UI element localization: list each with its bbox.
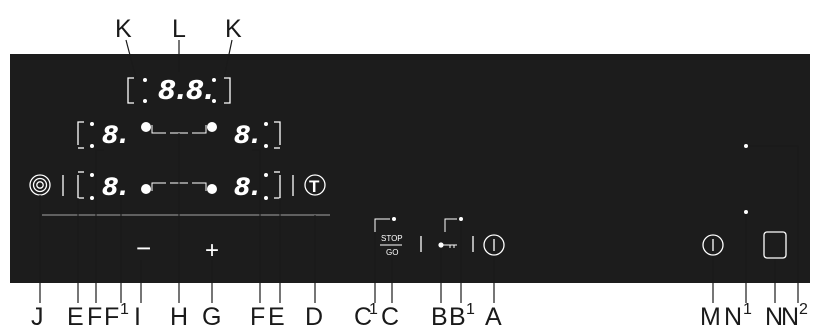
timer-dot	[143, 99, 147, 103]
minus-button[interactable]: −	[136, 233, 151, 263]
zone-dot	[264, 144, 268, 148]
callout-f1-sup: 1	[120, 301, 129, 318]
callout-f1-base: F	[104, 303, 119, 329]
callout-c1-sup: 1	[369, 301, 378, 318]
callout-c1-base: C	[354, 303, 372, 329]
timer-dot	[143, 78, 147, 82]
timer-bracket-left	[127, 77, 134, 104]
zone-rear-right-display: 8.	[234, 121, 260, 149]
timer-dot	[212, 99, 216, 103]
leader-k-left	[125, 39, 137, 79]
control-panel	[10, 54, 810, 283]
callout-m: M	[700, 303, 721, 329]
plus-button[interactable]: +	[205, 237, 219, 264]
callout-l: L	[172, 15, 186, 43]
on-off-button[interactable]	[483, 234, 505, 256]
callout-f-right: F	[250, 303, 265, 329]
callout-d: D	[305, 303, 323, 329]
zone-dot	[90, 122, 94, 126]
power-level-icon-ring	[32, 177, 48, 193]
callout-h: H	[170, 303, 188, 329]
callout-n: N	[765, 303, 783, 329]
t-key-button[interactable]	[304, 174, 326, 196]
callout-e-left: E	[67, 303, 84, 329]
zone-rear-left-display: 8.	[102, 121, 128, 149]
zone-schematic-line	[151, 182, 166, 191]
zone-front-left-display: 8.	[102, 173, 128, 201]
zone-schematic-line	[192, 182, 207, 191]
callout-e-right: E	[268, 303, 285, 329]
zone-dot	[90, 144, 94, 148]
timer-dot	[212, 78, 216, 82]
key-lock-icon[interactable]	[438, 242, 444, 248]
n2-indicator-dot	[744, 144, 748, 148]
callout-n2-sup: 2	[799, 301, 808, 318]
leader-n2	[748, 145, 799, 303]
timer-bracket-right	[224, 77, 231, 104]
m-on-off-button[interactable]	[702, 234, 724, 256]
callout-n2-base: N	[781, 303, 799, 329]
n1-indicator-dot	[744, 210, 748, 214]
t-symbol: T	[309, 177, 320, 196]
n-key-button[interactable]	[763, 231, 787, 259]
key-lock-icon-shaft	[443, 244, 457, 248]
callout-b1-base: B	[449, 303, 466, 329]
power-level-icon-core	[36, 181, 44, 189]
zone-select-front-left[interactable]	[141, 184, 151, 194]
callout-c: C	[381, 303, 399, 329]
callout-n1-base: N	[724, 303, 742, 329]
leader-k-right	[223, 39, 233, 79]
callout-g: G	[202, 303, 221, 329]
callout-k-left: K	[115, 15, 132, 43]
zone-dot	[264, 173, 268, 177]
stop-go-indicator-line	[374, 218, 390, 232]
zone-bracket	[274, 121, 281, 145]
callout-i: I	[134, 303, 141, 329]
key-lock-indicator-line	[444, 218, 457, 232]
callout-f-left: F	[87, 303, 102, 329]
zone-select-rear-left[interactable]	[141, 122, 151, 132]
zone-dot	[264, 196, 268, 200]
callout-b1-sup: 1	[466, 301, 475, 318]
stop-go-indicator-dot	[392, 217, 396, 221]
leader-f2	[252, 149, 261, 303]
zone-schematic-line	[151, 125, 166, 134]
leader-f1	[95, 149, 104, 303]
stop-label[interactable]: STOP	[381, 234, 403, 243]
timer-display: 8.8.	[158, 76, 214, 106]
zone-dot	[90, 173, 94, 177]
zone-front-right-display: 8.	[234, 173, 260, 201]
zone-dot	[90, 196, 94, 200]
zone-select-rear-right[interactable]	[207, 122, 217, 132]
callout-n1-sup: 1	[743, 301, 752, 318]
callout-b: B	[431, 303, 448, 329]
zone-bracket	[77, 121, 84, 145]
zone-schematic-line	[192, 125, 207, 134]
key-lock-indicator-dot	[459, 217, 463, 221]
callout-a: A	[485, 303, 502, 329]
callout-j: J	[31, 303, 44, 329]
zone-dot	[264, 122, 268, 126]
zone-select-front-right[interactable]	[207, 184, 217, 194]
go-label[interactable]: GO	[386, 248, 398, 257]
callout-k-right: K	[225, 15, 242, 43]
